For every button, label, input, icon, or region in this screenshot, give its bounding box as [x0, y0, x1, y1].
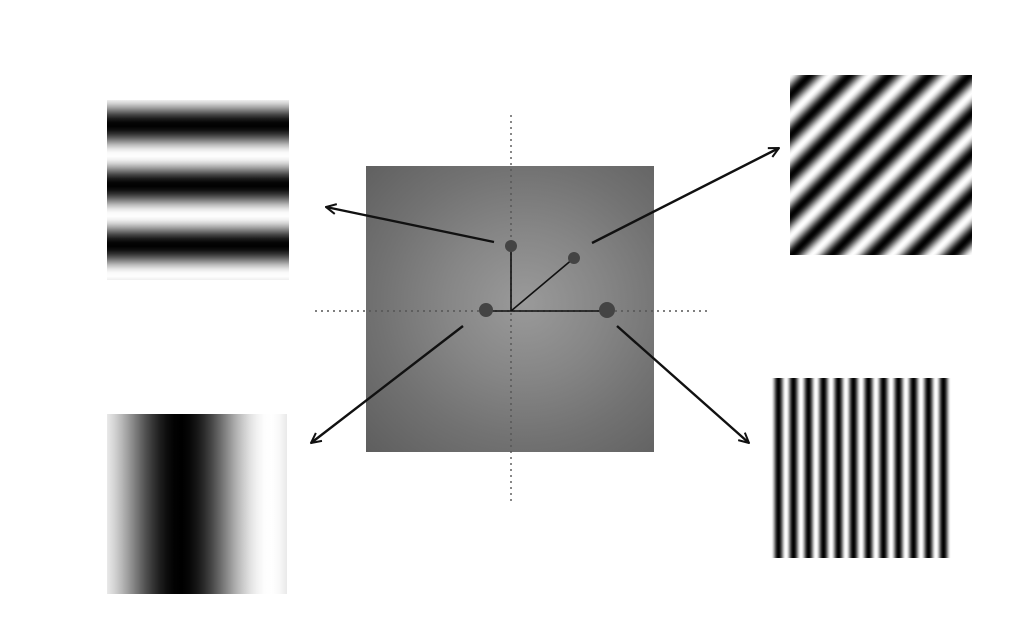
low-frequency-vertical-fill — [107, 414, 287, 594]
horizontal-stripes-fill — [107, 100, 289, 280]
dot-vertical-frequency — [505, 240, 517, 252]
low-frequency-vertical-pattern — [107, 414, 287, 594]
high-frequency-vertical-fill — [771, 378, 951, 558]
arrow-to-high-frequency-vertical — [616, 325, 749, 443]
diagonal-stripes-pattern — [790, 75, 972, 255]
dot-low-frequency — [479, 303, 493, 317]
horizontal-stripes-pattern — [107, 100, 289, 280]
arrow-to-horizontal-stripes — [326, 207, 495, 244]
dot-diagonal-frequency — [568, 252, 580, 264]
vector-diagonal — [510, 257, 575, 312]
diagonal-stripes-fill — [790, 75, 972, 255]
dot-high-frequency — [599, 302, 615, 318]
arrow-to-low-frequency-vertical — [311, 325, 464, 443]
high-frequency-vertical-pattern — [771, 378, 951, 558]
arrow-to-diagonal-stripes — [591, 146, 779, 245]
